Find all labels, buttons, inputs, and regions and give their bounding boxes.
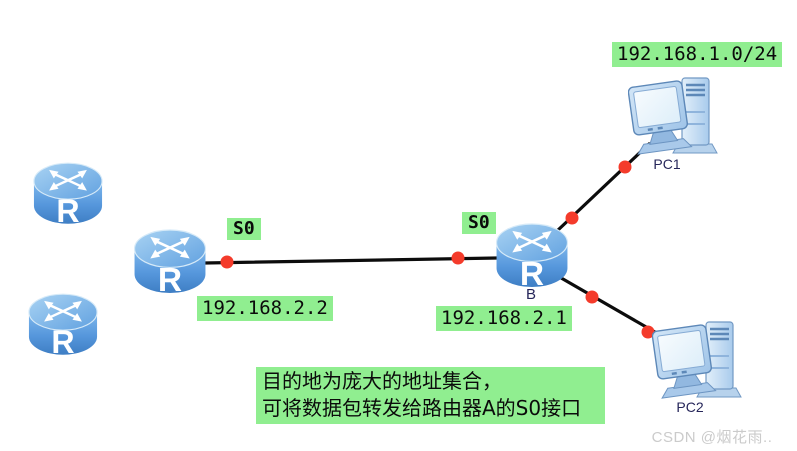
pc1-name: PC1: [653, 156, 681, 172]
port-dot-routerB-s0: [451, 251, 465, 265]
router-spare-top[interactable]: R: [33, 161, 103, 226]
annotation-note-line1: 目的地为庞大的地址集合，: [262, 369, 502, 393]
link-routerB-pc2: [554, 273, 669, 341]
router-icon: R: [133, 229, 207, 294]
link-routerA-routerB: [203, 256, 499, 265]
router-icon: R: [33, 162, 103, 226]
router-a-ip-label: 192.168.2.2: [197, 296, 333, 321]
port-dot-routerA-s0: [220, 255, 234, 269]
routing-arrows-icon: [512, 230, 552, 253]
pc2[interactable]: [652, 318, 744, 404]
pc-icon: [652, 321, 742, 399]
pc1-subnet-label: 192.168.1.0/24: [612, 42, 783, 67]
annotation-note: 目的地为庞大的地址集合， 可将数据包转发给路由器A的S0接口: [256, 367, 605, 424]
pc-icon: [628, 77, 718, 155]
router-glyph: R: [51, 324, 74, 357]
port-dot-pc1: [618, 160, 632, 174]
pc-monitor: [628, 80, 693, 155]
router-b-ip-label: 192.168.2.1: [436, 306, 572, 331]
router-glyph: R: [56, 193, 79, 226]
router-b-name: B: [525, 286, 536, 303]
router-a-s0-label: S0: [227, 218, 261, 240]
csdn-watermark: CSDN @烟花雨..: [651, 429, 773, 446]
router-glyph: R: [520, 256, 544, 288]
router-b[interactable]: R: [495, 223, 569, 288]
router-spare-bottom[interactable]: R: [28, 292, 98, 357]
router-icon: R: [28, 293, 98, 357]
router-glyph: R: [158, 262, 182, 294]
router-b-s0-label: S0: [462, 212, 496, 234]
router-icon: R: [495, 223, 569, 288]
port-dot-routerB-eth2: [585, 290, 599, 304]
pc-monitor: [652, 324, 717, 399]
routing-arrows-icon: [44, 300, 82, 322]
pc2-name: PC2: [676, 399, 704, 415]
router-a[interactable]: R: [133, 229, 207, 294]
pc1[interactable]: [628, 74, 720, 160]
routing-arrows-icon: [150, 236, 190, 259]
annotation-note-line2: 可将数据包转发给路由器A的S0接口: [262, 396, 582, 420]
routing-arrows-icon: [49, 169, 87, 191]
